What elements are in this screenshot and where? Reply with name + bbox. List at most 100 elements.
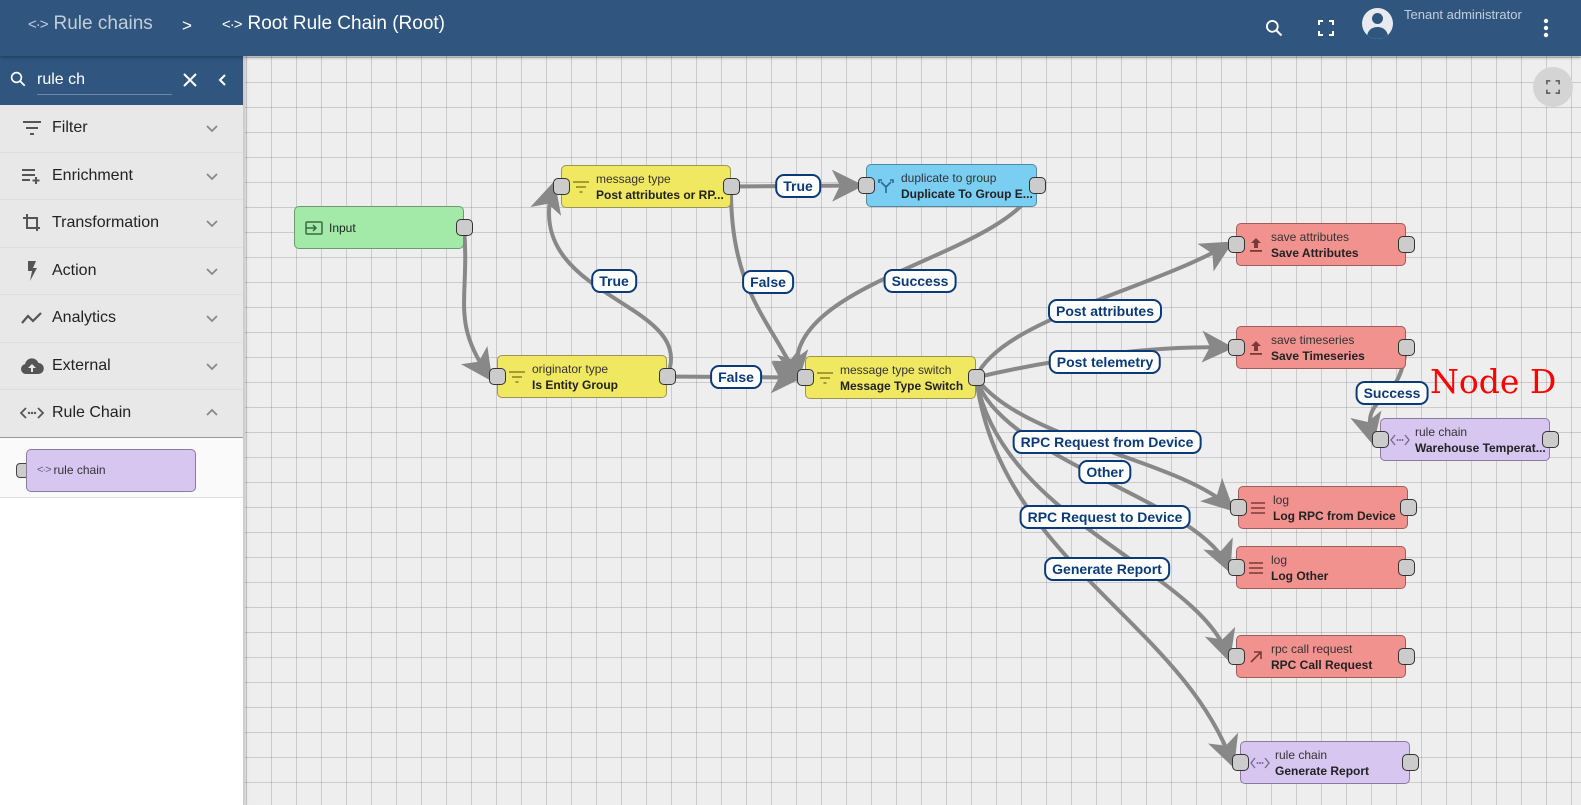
rule-chain-icon	[1249, 757, 1271, 769]
breadcrumb-label: Root Rule Chain (Root)	[247, 13, 445, 34]
input-connector[interactable]	[1231, 754, 1249, 771]
breadcrumb-rule-chains[interactable]: <·> Rule chains	[28, 13, 153, 35]
input-connector[interactable]	[1371, 431, 1389, 448]
output-connector[interactable]	[455, 219, 473, 236]
edge-label[interactable]: RPC Request to Device	[1019, 505, 1191, 529]
more-menu-button[interactable]	[1529, 10, 1563, 46]
node-name: RPC Call Request	[1271, 657, 1373, 672]
output-connector[interactable]	[967, 369, 985, 386]
collapse-sidebar-button[interactable]	[212, 68, 232, 92]
palette-node-rule-chain[interactable]: <·> rule chain	[26, 448, 196, 492]
node-name: Input	[329, 220, 356, 235]
input-connector[interactable]	[1227, 339, 1245, 356]
edge-label[interactable]: False	[742, 270, 794, 294]
input-connector[interactable]	[1229, 499, 1247, 516]
edge-label[interactable]: Post telemetry	[1048, 350, 1162, 374]
node-search-input[interactable]	[37, 68, 172, 95]
edge-label[interactable]: Post attributes	[1047, 299, 1163, 323]
node-search-bar	[0, 56, 243, 105]
edge-label[interactable]: Other	[1078, 460, 1132, 484]
log-icon	[1245, 561, 1267, 574]
breadcrumb-label: Rule chains	[53, 13, 153, 34]
input-connector[interactable]	[552, 178, 570, 195]
chevron-down-icon	[206, 268, 218, 276]
category-analytics[interactable]: Analytics	[0, 295, 243, 343]
input-connector[interactable]	[857, 177, 875, 194]
chevron-down-icon	[206, 363, 218, 371]
input-connector[interactable]	[488, 368, 506, 385]
user-role: Tenant administrator	[1404, 7, 1522, 22]
canvas-fullscreen-button[interactable]	[1533, 67, 1573, 107]
clear-search-button[interactable]	[178, 68, 202, 92]
edge-label[interactable]: True	[591, 269, 637, 293]
edge-label[interactable]: True	[775, 174, 821, 198]
node-name: Warehouse Temperat...	[1415, 440, 1546, 455]
node-type: log	[1273, 492, 1290, 507]
category-external[interactable]: External	[0, 342, 243, 390]
output-connector[interactable]	[1401, 754, 1419, 771]
upload-icon	[1245, 340, 1267, 356]
category-enrichment[interactable]: Enrichment	[0, 152, 243, 200]
node-type: duplicate to group	[901, 170, 997, 185]
user-avatar[interactable]	[1362, 8, 1393, 39]
output-connector[interactable]	[1541, 431, 1559, 448]
output-connector[interactable]	[1028, 177, 1046, 194]
category-rule-chain[interactable]: Rule Chain	[0, 390, 243, 438]
node-name: Is Entity Group	[532, 377, 619, 392]
output-connector[interactable]	[1399, 499, 1417, 516]
edge-label[interactable]: Success	[883, 269, 957, 293]
input-connector[interactable]	[796, 369, 814, 386]
output-connector[interactable]	[1397, 559, 1415, 576]
rule-node-input[interactable]: Input	[294, 206, 464, 249]
chevron-down-icon	[206, 173, 218, 181]
category-label: External	[52, 356, 111, 374]
output-connector[interactable]	[658, 368, 676, 385]
search-button[interactable]	[1256, 10, 1292, 46]
top-toolbar: <·> Rule chains > <·> Root Rule Chain (R…	[0, 0, 1581, 56]
output-connector[interactable]	[722, 178, 740, 195]
chevron-down-icon	[206, 125, 218, 133]
input-connector[interactable]	[1227, 236, 1245, 253]
chevron-down-icon	[206, 220, 218, 228]
filter-icon	[570, 180, 592, 193]
search-icon	[1266, 20, 1283, 37]
edge-label[interactable]: Success	[1355, 381, 1429, 405]
fullscreen-button[interactable]	[1308, 10, 1344, 46]
category-action[interactable]: Action	[0, 247, 243, 295]
node-annotation: Node D	[1430, 362, 1557, 401]
node-name: Post attributes or RP...	[596, 187, 724, 202]
node-type: rpc call request	[1271, 641, 1353, 656]
category-filter[interactable]: Filter	[0, 105, 243, 153]
input-connector[interactable]	[1227, 559, 1245, 576]
output-connector[interactable]	[1397, 339, 1415, 356]
output-connector[interactable]	[1397, 236, 1415, 253]
output-connector[interactable]	[1397, 648, 1415, 665]
category-label: Action	[52, 261, 97, 279]
edge-label[interactable]: Generate Report	[1044, 557, 1170, 581]
category-transformation[interactable]: Transformation	[0, 200, 243, 248]
enrichment-icon	[20, 164, 44, 188]
input-icon	[303, 220, 325, 235]
category-label: Transformation	[52, 214, 159, 232]
edge-label[interactable]: False	[710, 365, 762, 389]
rule-chain-icon: <·>	[37, 464, 51, 476]
input-connector[interactable]	[1227, 648, 1245, 665]
edge-label[interactable]: RPC Request from Device	[1012, 430, 1202, 454]
